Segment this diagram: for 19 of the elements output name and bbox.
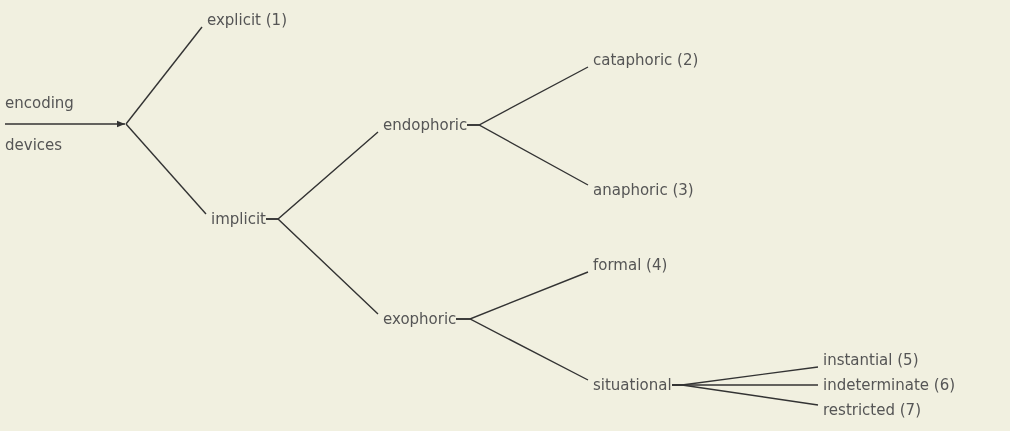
term-label: implicit	[211, 209, 266, 229]
term-label: formal (4)	[593, 255, 668, 275]
branch-line	[125, 26, 203, 125]
branch-line	[455, 318, 589, 381]
branch-line	[671, 384, 819, 406]
term-label: encoding devices	[5, 82, 75, 166]
term-label: instantial (5)	[823, 350, 919, 370]
term-label: indeterminate (6)	[823, 375, 956, 395]
arrow	[4, 120, 126, 128]
term-label: explicit (1)	[207, 10, 287, 30]
term-label: restricted (7)	[823, 400, 921, 420]
branch-line	[125, 123, 207, 215]
term-label: endophoric	[383, 115, 468, 135]
term-label: anaphoric (3)	[593, 180, 694, 200]
branch-line	[265, 218, 379, 315]
branch-line	[466, 124, 589, 186]
term-label: situational	[593, 375, 672, 395]
term-label: exophoric	[383, 309, 457, 329]
term-label: cataphoric (2)	[593, 50, 699, 70]
